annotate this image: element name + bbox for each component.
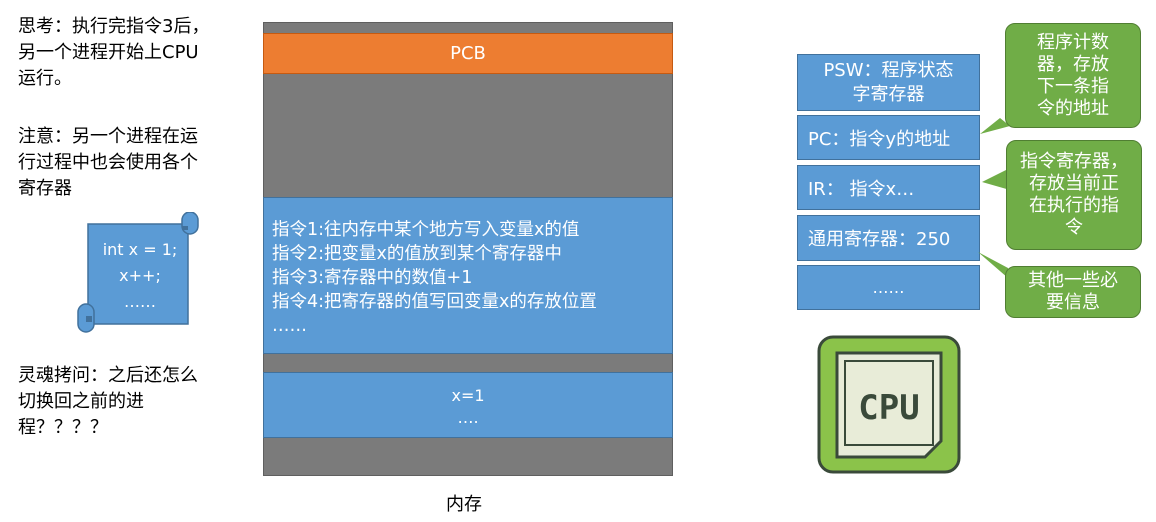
pcb-segment: PCB [263,33,673,74]
callout-line: 令的地址 [1037,97,1109,119]
note-line: 程？？？？ [18,417,108,438]
instruction-line: 指令2:把变量x的值放到某个寄存器中 [272,244,562,264]
note-line: 另一个进程开始上CPU [18,42,199,63]
note-line: 注意：另一个进程在运 [18,126,198,147]
code-line: int x = 1; [102,240,178,259]
callout-line: 下一条指 [1037,75,1109,97]
note-line: 切换回之前的进 [18,391,144,412]
register-psw: PSW：程序状态 字寄存器 [797,54,980,111]
cpu-icon: CPU [817,335,961,474]
code-line: …… [124,292,156,311]
instruction-segment: 指令1:往内存中某个地方写入变量x的值 指令2:把变量x的值放到某个寄存器中 指… [263,197,673,354]
note-line: 行过程中也会使用各个 [18,152,198,173]
note-line: 寄存器 [18,178,72,199]
callout-line: 其他一些必 [1028,270,1118,291]
instruction-line: 指令1:往内存中某个地方写入变量x的值 [272,220,580,240]
callout-line: 程序计数 [1037,31,1109,53]
note-attention: 注意：另一个进程在运 行过程中也会使用各个 寄存器 [18,124,198,202]
callout-line: 器，存放 [1037,53,1109,75]
register-psw-line: 字寄存器 [852,83,925,105]
callout-pointers [978,118,1010,278]
note-question: 灵魂拷问：之后还怎么 切换回之前的进 程？？？？ [18,363,198,441]
register-psw-line: PSW：程序状态 [823,59,954,81]
data-line: …. [457,408,479,427]
register-general: 通用寄存器：250 [797,215,980,261]
register-pc: PC：指令y的地址 [797,115,980,160]
scroll-shape [77,212,199,333]
cpu-label: CPU [858,388,919,428]
memory-label: 内存 [446,494,482,515]
code-snippet: int x = 1; x++; …… [88,237,192,315]
callout-pc: 程序计数 器，存放 下一条指 令的地址 [1005,23,1141,128]
register-ir: IR： 指令x… [797,165,980,210]
instruction-line: …… [272,316,307,336]
callout-ir: 指令寄存器， 存放当前正 在执行的指 令 [1006,140,1142,250]
callout-line: 令 [1065,217,1083,238]
instruction-line: 指令4:把寄存器的值写回变量x的存放位置 [272,292,597,312]
instruction-line: 指令3:寄存器中的数值+1 [272,268,473,288]
callout-other: 其他一些必 要信息 [1005,266,1141,318]
note-line: 运行。 [18,68,72,89]
callout-line: 存放当前正 [1029,173,1119,194]
callout-line: 指令寄存器， [1020,151,1128,172]
data-segment: x=1 …. [263,372,673,438]
register-general-label: 通用寄存器：250 [808,229,951,250]
register-other: …… [797,265,980,310]
code-line: x++; [119,266,161,285]
callout-line: 在执行的指 [1029,195,1119,216]
note-line: 思考：执行完指令3后， [18,16,210,37]
data-line: x=1 [451,386,485,405]
note-line: 灵魂拷问：之后还怎么 [18,365,198,386]
note-think: 思考：执行完指令3后， 另一个进程开始上CPU 运行。 [18,14,209,92]
callout-line: 要信息 [1046,292,1100,313]
